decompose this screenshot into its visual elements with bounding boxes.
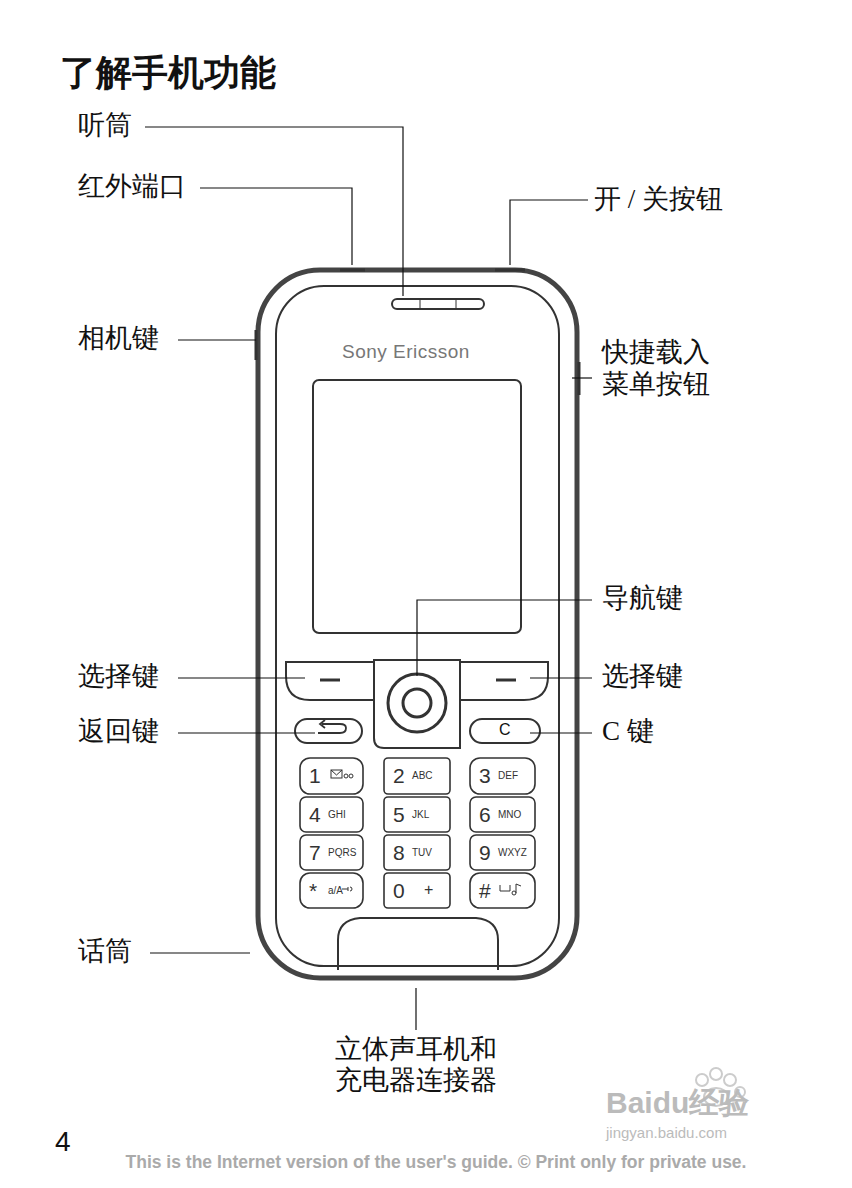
key-letters: TUV bbox=[412, 847, 432, 859]
key-letters: MNO bbox=[498, 809, 521, 821]
key-digit: * bbox=[309, 879, 317, 903]
key-digit: 8 bbox=[393, 841, 405, 865]
key-label: C bbox=[499, 721, 511, 739]
callout-label: 快捷载入 菜单按钮 bbox=[602, 336, 727, 401]
callout-label: 听筒 bbox=[78, 110, 132, 141]
key-digit: 9 bbox=[479, 841, 491, 865]
key-digit: 2 bbox=[393, 764, 405, 788]
key-digit: 1 bbox=[309, 764, 321, 788]
callout-label: 开 / 关按钮 bbox=[594, 184, 723, 215]
callout-label: 导航键 bbox=[602, 583, 683, 614]
page-number: 4 bbox=[55, 1126, 71, 1158]
callout-label: 返回键 bbox=[78, 716, 159, 747]
key-digit: 0 bbox=[393, 879, 405, 903]
brand-name: Sony Ericsson bbox=[342, 341, 470, 363]
key-digit: 3 bbox=[479, 764, 491, 788]
key-letters: ABC bbox=[412, 770, 433, 782]
callout-label: 红外端口 bbox=[78, 171, 186, 202]
key-digit: 7 bbox=[309, 841, 321, 865]
callout-label: C 键 bbox=[602, 716, 654, 747]
page-title: 了解手机功能 bbox=[60, 52, 276, 93]
key-digit: 6 bbox=[479, 803, 491, 827]
callout-label: 选择键 bbox=[78, 661, 159, 692]
footer-note: This is the Internet version of the user… bbox=[126, 1152, 747, 1172]
callout-label: 立体声耳机和 充电器连接器 bbox=[321, 1034, 511, 1096]
callout-label: 选择键 bbox=[602, 661, 683, 692]
watermark: Baidu经验 bbox=[606, 1086, 749, 1121]
key-letters: PQRS bbox=[328, 847, 356, 859]
key-letters: GHI bbox=[328, 809, 346, 821]
watermark: jingyan.baidu.com bbox=[606, 1124, 727, 1141]
key-digit: # bbox=[479, 879, 491, 903]
key-letters: DEF bbox=[498, 770, 518, 782]
key-letters: a/A bbox=[328, 885, 343, 897]
key-digit: 4 bbox=[309, 803, 321, 827]
callout-label: 相机键 bbox=[78, 323, 159, 354]
key-letters: + bbox=[424, 881, 433, 899]
key-letters: JKL bbox=[412, 809, 429, 821]
key-letters: WXYZ bbox=[498, 847, 527, 859]
callout-label: 话筒 bbox=[78, 936, 132, 967]
key-digit: 5 bbox=[393, 803, 405, 827]
